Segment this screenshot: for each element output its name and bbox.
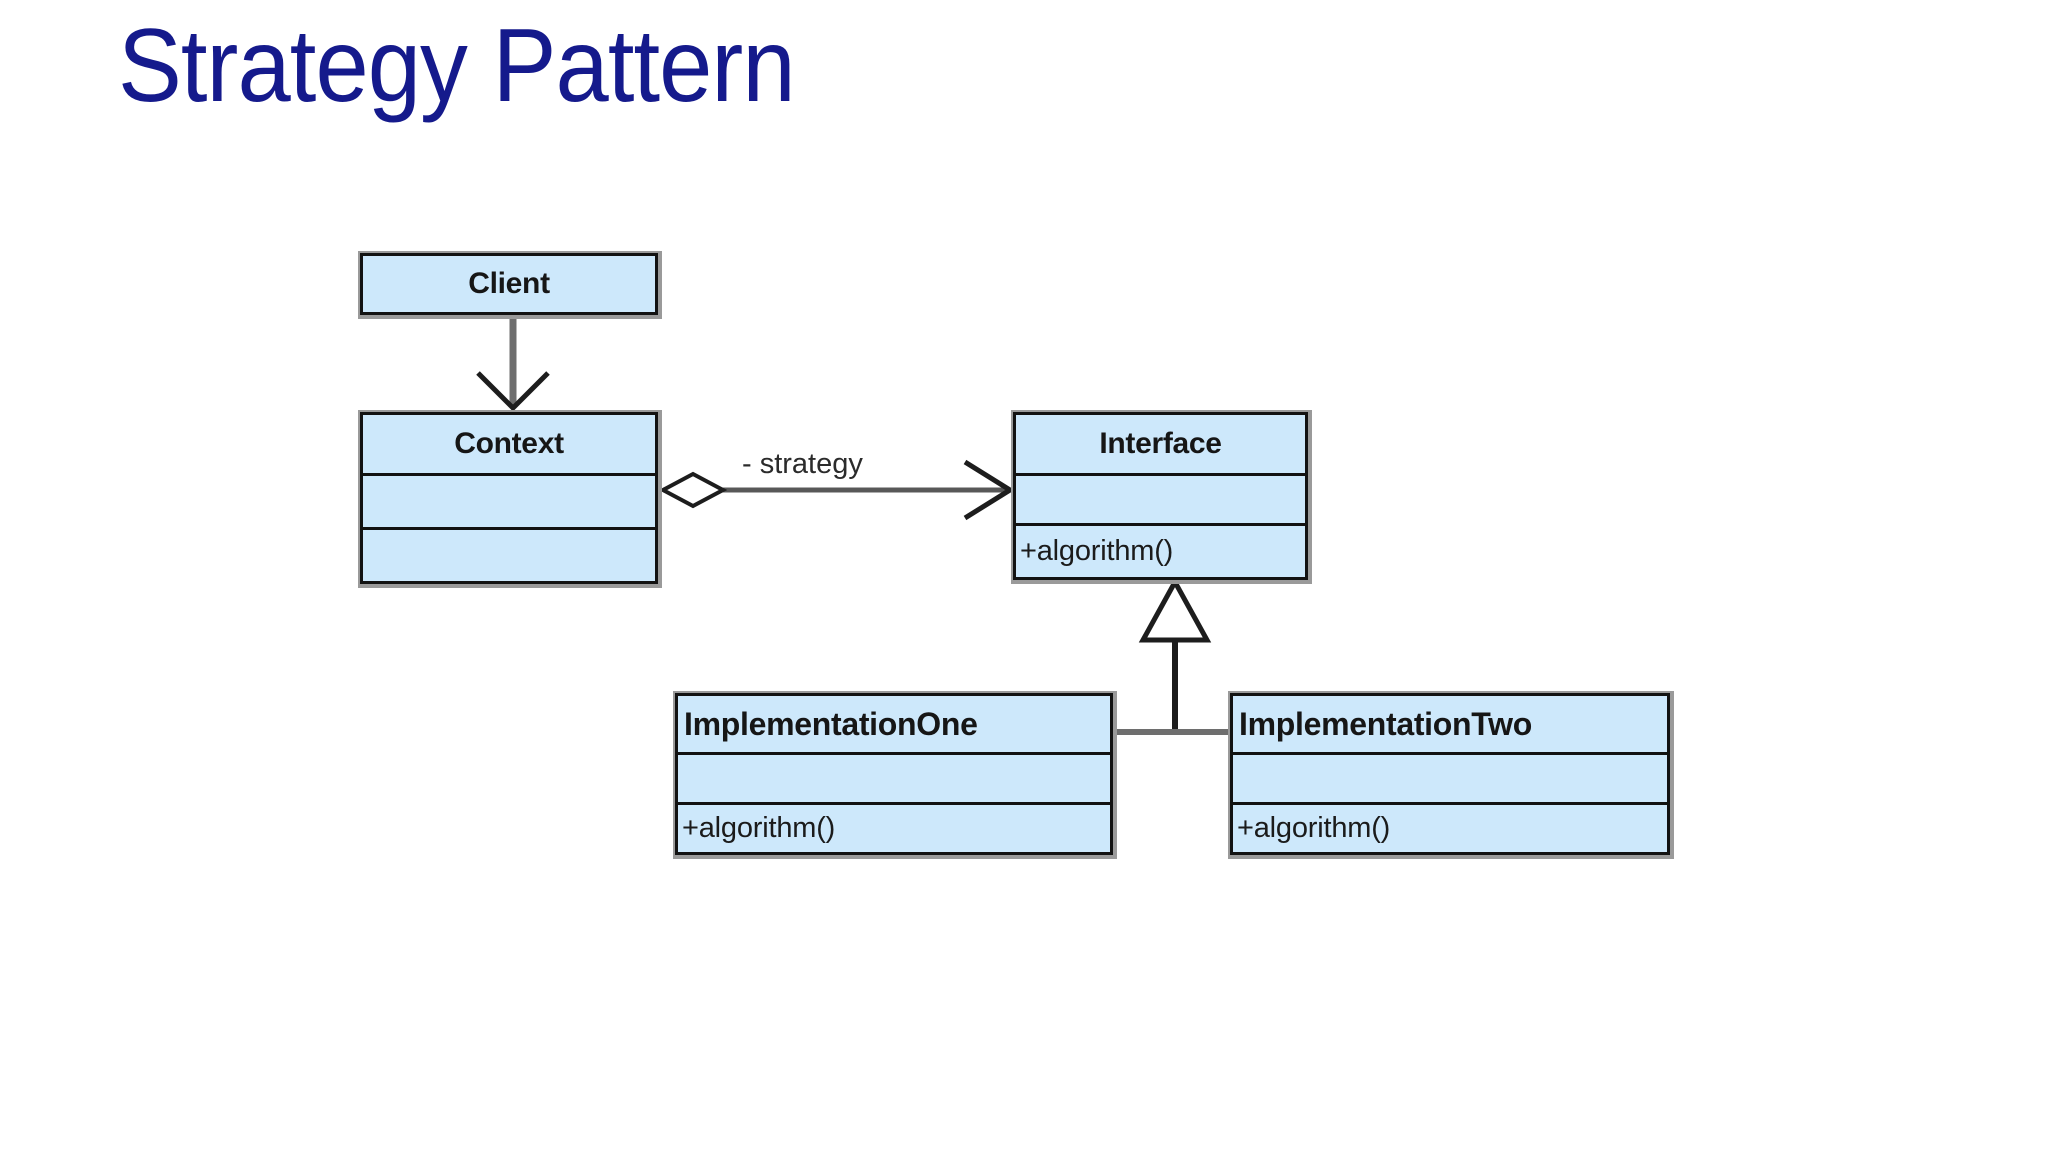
- uml-class-interface[interactable]: Interface +algorithm(): [1013, 412, 1308, 580]
- connector-client-to-context: [476, 318, 550, 412]
- page-title: Strategy Pattern: [118, 8, 796, 124]
- uml-class-name-label: Client: [468, 267, 550, 300]
- uml-operations-interface: +algorithm(): [1016, 523, 1305, 577]
- uml-operations-implementation-two: +algorithm(): [1233, 802, 1667, 852]
- uml-class-context[interactable]: Context: [360, 412, 658, 584]
- uml-class-name-context: Context: [363, 415, 655, 473]
- uml-operations-implementation-one: +algorithm(): [678, 802, 1110, 852]
- uml-class-name-interface: Interface: [1016, 415, 1305, 473]
- uml-class-name-label: Interface: [1099, 427, 1222, 460]
- uml-attributes-interface: [1016, 473, 1305, 523]
- uml-class-implementation-two[interactable]: ImplementationTwo +algorithm(): [1230, 693, 1670, 855]
- edge-label-strategy: - strategy: [742, 448, 863, 480]
- uml-class-client[interactable]: Client: [360, 253, 658, 315]
- uml-class-name-implementation-one: ImplementationOne: [678, 696, 1110, 752]
- uml-class-name-label: ImplementationOne: [684, 705, 978, 742]
- uml-class-name-implementation-two: ImplementationTwo: [1233, 696, 1667, 752]
- uml-operation-label: +algorithm(): [682, 812, 836, 844]
- uml-attributes-implementation-one: [678, 752, 1110, 802]
- uml-attributes-implementation-two: [1233, 752, 1667, 802]
- uml-class-name-client: Client: [363, 256, 655, 312]
- uml-operation-label: +algorithm(): [1237, 812, 1391, 844]
- uml-class-implementation-one[interactable]: ImplementationOne +algorithm(): [675, 693, 1113, 855]
- uml-operations-context: [363, 527, 655, 581]
- connector-context-to-interface: [658, 459, 1015, 521]
- uml-operation-label: +algorithm(): [1020, 535, 1174, 567]
- uml-attributes-context: [363, 473, 655, 527]
- uml-class-name-label: Context: [454, 427, 564, 460]
- uml-class-name-label: ImplementationTwo: [1239, 705, 1532, 742]
